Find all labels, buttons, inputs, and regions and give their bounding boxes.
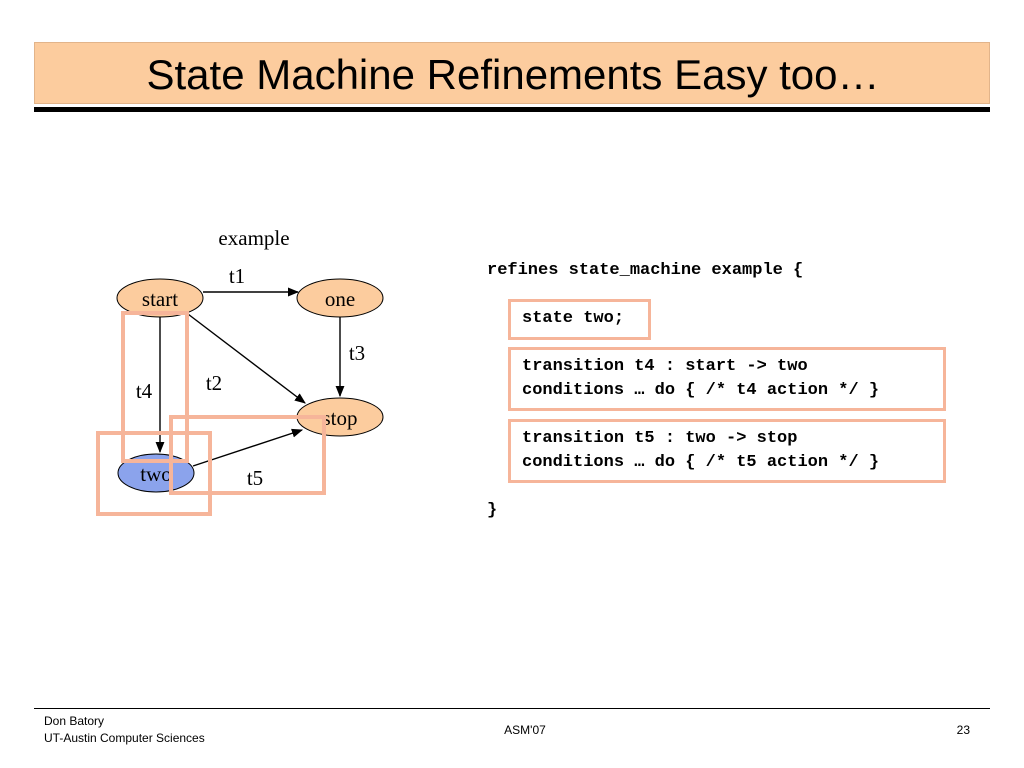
title-banner: State Machine Refinements Easy too… bbox=[34, 42, 990, 104]
code-t5-line1: transition t5 : two -> stop bbox=[522, 429, 798, 448]
transition-label-t1: t1 bbox=[229, 264, 245, 288]
highlight-t5 bbox=[169, 415, 326, 495]
footer-divider bbox=[34, 708, 990, 709]
code-t4-line2: conditions … do { /* t4 action */ } bbox=[522, 381, 880, 400]
footer-author: Don Batory bbox=[44, 714, 105, 728]
footer-affiliation: UT-Austin Computer Sciences bbox=[44, 731, 205, 745]
state-label-one: one bbox=[325, 287, 355, 311]
transition-label-t4: t4 bbox=[136, 379, 153, 403]
transition-label-t2: t2 bbox=[206, 371, 222, 395]
state-label-stop: stop bbox=[322, 406, 357, 430]
code-box-state bbox=[508, 299, 651, 340]
highlight-t4 bbox=[121, 311, 189, 463]
code-t5-line2: conditions … do { /* t5 action */ } bbox=[522, 453, 880, 472]
highlight-state-two bbox=[96, 431, 212, 516]
page-number: 23 bbox=[956, 723, 970, 737]
code-state-line: state two; bbox=[522, 309, 625, 328]
edge-t2 bbox=[183, 310, 306, 404]
code-box-t5 bbox=[508, 419, 946, 483]
transition-label-t3: t3 bbox=[349, 341, 365, 365]
state-label-two: two bbox=[140, 462, 172, 486]
code-t4-line1: transition t4 : start -> two bbox=[522, 357, 808, 376]
transition-label-t5: t5 bbox=[247, 466, 263, 490]
slide-title: State Machine Refinements Easy too… bbox=[146, 51, 880, 98]
state-start: start bbox=[116, 278, 204, 318]
state-one: one bbox=[296, 278, 384, 318]
state-two: two bbox=[117, 453, 195, 493]
machine-name-label: example bbox=[218, 226, 289, 250]
title-divider bbox=[34, 107, 990, 112]
code-header-line: refines state_machine example { bbox=[487, 261, 804, 280]
footer-venue: ASM'07 bbox=[504, 723, 546, 737]
state-label-start: start bbox=[142, 287, 178, 311]
code-box-t4 bbox=[508, 347, 946, 411]
code-closing-brace: } bbox=[487, 501, 498, 520]
